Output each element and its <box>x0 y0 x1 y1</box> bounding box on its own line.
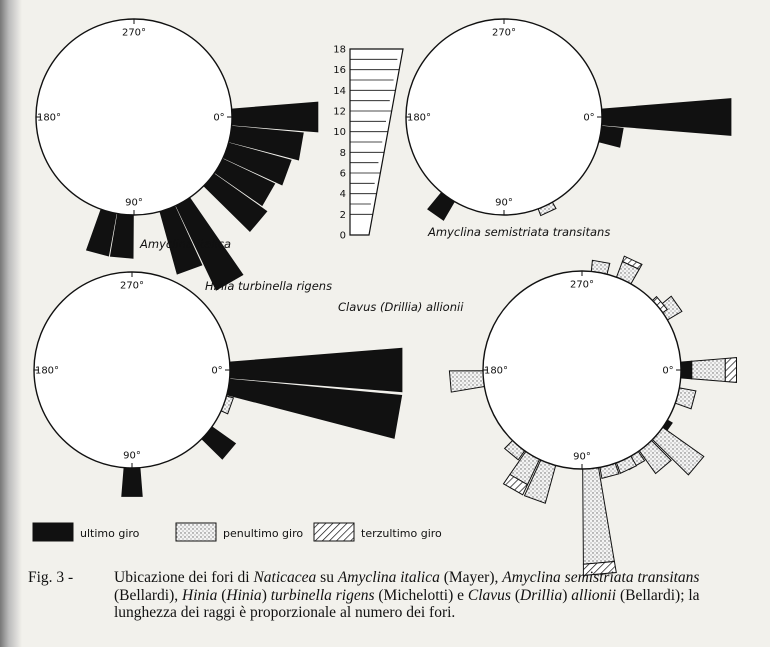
caption-part: ( <box>217 586 227 604</box>
bar <box>502 473 529 496</box>
bar <box>598 125 624 148</box>
caption-part: turbinella rigens <box>270 586 375 604</box>
caption-part: Amyclina semistriata transitans <box>502 569 700 586</box>
chart-title: Clavus (Drillia) allionii <box>338 300 464 314</box>
legend-label: terzultimo giro <box>361 527 442 540</box>
legend-label: penultimo giro <box>223 527 303 540</box>
rose-circle <box>405 18 603 216</box>
bar <box>724 357 737 383</box>
caption-part: (Mayer), <box>439 569 503 586</box>
angle-label: 0° <box>211 366 222 377</box>
angle-label: 270° <box>120 281 144 292</box>
scale-tick-label: 2 <box>340 210 346 221</box>
caption-part: allionii <box>571 586 617 604</box>
caption-prefix: Fig. 3 - <box>28 569 74 586</box>
scale-tick-label: 4 <box>340 189 346 200</box>
rose-circle <box>482 270 682 470</box>
bar <box>582 467 615 565</box>
legend: ultimo giro penultimo giro terzultimo giro <box>32 522 442 542</box>
scale-tick-label: 14 <box>333 86 346 97</box>
scale-tick-label: 16 <box>333 65 346 76</box>
caption-part: Hinia <box>182 586 218 604</box>
angle-label: 0° <box>662 366 673 377</box>
legend-swatch <box>32 522 74 542</box>
caption-part: (Michelotti) e <box>374 586 468 604</box>
angle-label: 90° <box>495 198 513 209</box>
page-shadow <box>0 0 22 647</box>
rose-diagram-1: 0° 90° 180° 270° Amyclina italica <box>35 18 319 291</box>
scale-tick-label: 6 <box>340 169 346 180</box>
caption-part: (Bellardi); la lunghezza dei raggi è pro… <box>114 586 700 622</box>
scale-tick-label: 8 <box>340 148 346 159</box>
angle-label: 180° <box>484 366 508 377</box>
angle-label: 180° <box>35 366 59 377</box>
charts-layer: 0°90°180°270°Amyclina italica0°90°180°27… <box>33 18 737 576</box>
caption-part: (Bellardi), <box>114 586 183 604</box>
rose-diagram-2: 0° 90° 180° 270° Amyclina semistriata transi… <box>405 18 732 239</box>
caption-part: su <box>316 569 338 586</box>
bar <box>448 370 485 393</box>
caption-part: Amyclina italica <box>337 569 440 586</box>
bar <box>691 357 726 383</box>
bar <box>680 360 693 380</box>
caption-part: ) <box>562 586 572 604</box>
chart-title: Amyclina italica <box>139 237 231 251</box>
legend-swatch <box>175 522 217 542</box>
rose-diagram-4: 0° 90° 180° 270° Clavus (Drillia) allionii <box>338 255 737 576</box>
angle-label: 270° <box>570 280 594 291</box>
angle-label: 90° <box>123 451 141 462</box>
angle-label: 180° <box>407 113 431 124</box>
rose-circle <box>35 18 233 216</box>
legend-label: ultimo giro <box>80 527 140 540</box>
scale-tick-label: 10 <box>333 127 346 138</box>
bar <box>582 560 617 576</box>
rose-circle <box>33 271 231 469</box>
angle-label: 0° <box>583 113 594 124</box>
angle-label: 270° <box>492 28 516 39</box>
bar <box>121 467 143 497</box>
caption-part: ) <box>261 586 271 604</box>
caption-part: Drillia <box>520 586 563 604</box>
angle-label: 270° <box>122 28 146 39</box>
caption-part: Clavus <box>467 586 511 604</box>
angle-label: 0° <box>213 113 224 124</box>
rose-diagram-3: 0° 90° 180° 270° Hinia turbinella rigens <box>33 271 403 497</box>
scale-tick-label: 18 <box>333 45 346 56</box>
scale-tick-label: 0 <box>340 231 346 242</box>
scale-tick-label: 12 <box>333 107 346 118</box>
angle-label: 90° <box>573 452 591 463</box>
bar <box>621 255 643 270</box>
caption-part: Ubicazione dei fori di <box>114 569 254 586</box>
caption-part: Hinia <box>226 586 262 604</box>
legend-swatch <box>313 522 355 542</box>
angle-label: 180° <box>37 113 61 124</box>
caption-text: Ubicazione dei fori di Naticacea su Amyc… <box>114 569 764 622</box>
scale-bar: 0 2 4 6 8 10 12 14 16 18 <box>333 45 404 242</box>
chart-title: Amyclina semistriata transitans <box>427 225 610 239</box>
caption-part: ( <box>510 586 521 604</box>
angle-label: 90° <box>125 198 143 209</box>
caption-part: Naticacea <box>253 569 317 586</box>
chart-title: Hinia turbinella rigens <box>205 279 332 293</box>
